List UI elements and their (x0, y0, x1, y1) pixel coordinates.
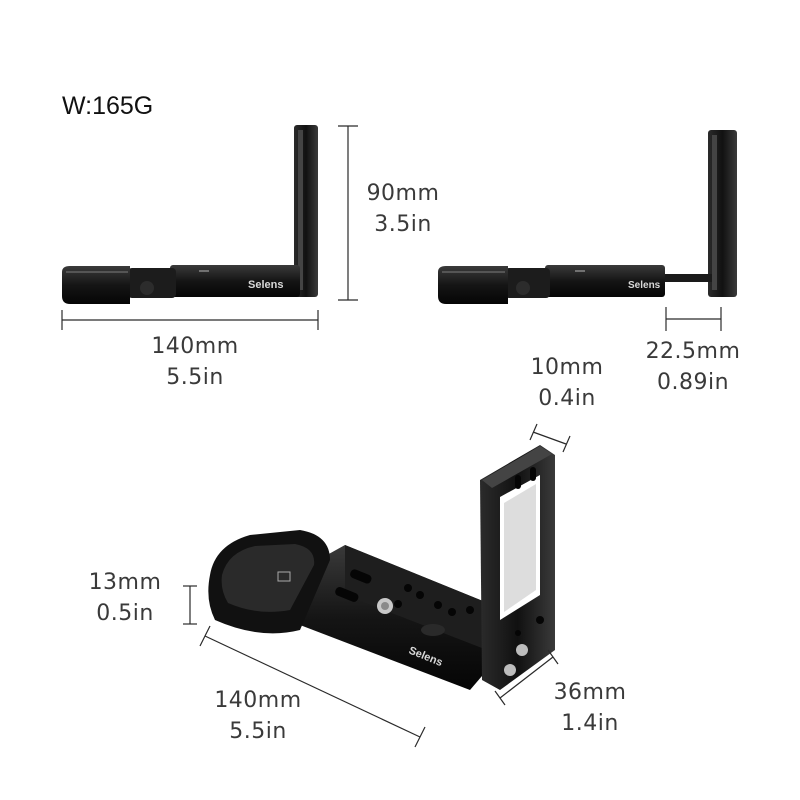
height-dimension-line (338, 125, 358, 301)
length-in-label: 5.5in (229, 719, 287, 744)
width-in-label: 5.5in (166, 365, 224, 390)
grip-height-mm-label: 13mm (88, 570, 162, 595)
length-dimension-line (199, 625, 426, 748)
length-label-group: 140mm 5.5in (203, 690, 313, 743)
depth-label-group: 22.5mm 0.89in (633, 341, 753, 394)
width-mm-label: 140mm (151, 334, 239, 359)
front-brand-text: Selens (248, 279, 283, 291)
depth-dimension-line (665, 307, 722, 331)
bottom-width-dimension-line (494, 649, 559, 706)
bottom-width-mm-label: 36mm (553, 680, 627, 705)
grip-height-label-group: 13mm 0.5in (80, 572, 170, 625)
depth-in-label: 0.89in (656, 370, 730, 395)
weight-label: W:165G (62, 92, 154, 120)
side-extension-rail (662, 274, 712, 282)
height-in-label: 3.5in (374, 212, 432, 237)
thickness-label-group: 10mm 0.4in (517, 357, 617, 410)
height-mm-label: 90mm (366, 181, 440, 206)
bottom-width-label-group: 36mm 1.4in (540, 682, 640, 735)
depth-mm-label: 22.5mm (645, 339, 741, 364)
side-grip (438, 266, 508, 304)
thickness-in-label: 0.4in (538, 386, 596, 411)
height-label-group: 90mm 3.5in (358, 183, 448, 236)
dimension-lines (61, 125, 722, 748)
length-mm-label: 140mm (214, 688, 302, 713)
side-brand-text: Selens (628, 280, 661, 291)
grip-height-dimension-line (183, 585, 197, 625)
front-grip (62, 266, 130, 304)
bottom-width-in-label: 1.4in (561, 711, 619, 736)
grip-height-in-label: 0.5in (96, 601, 154, 626)
thickness-mm-label: 10mm (530, 355, 604, 380)
side-base-plate (545, 265, 665, 297)
front-view-bracket: Selens (62, 125, 318, 304)
thickness-dimension-line (529, 423, 571, 453)
width-label-group: 140mm 5.5in (140, 336, 250, 389)
front-base-plate (170, 265, 300, 297)
width-dimension-line (61, 310, 319, 330)
perspective-bracket: Selens (208, 445, 555, 690)
side-view-bracket: Selens (438, 130, 737, 304)
